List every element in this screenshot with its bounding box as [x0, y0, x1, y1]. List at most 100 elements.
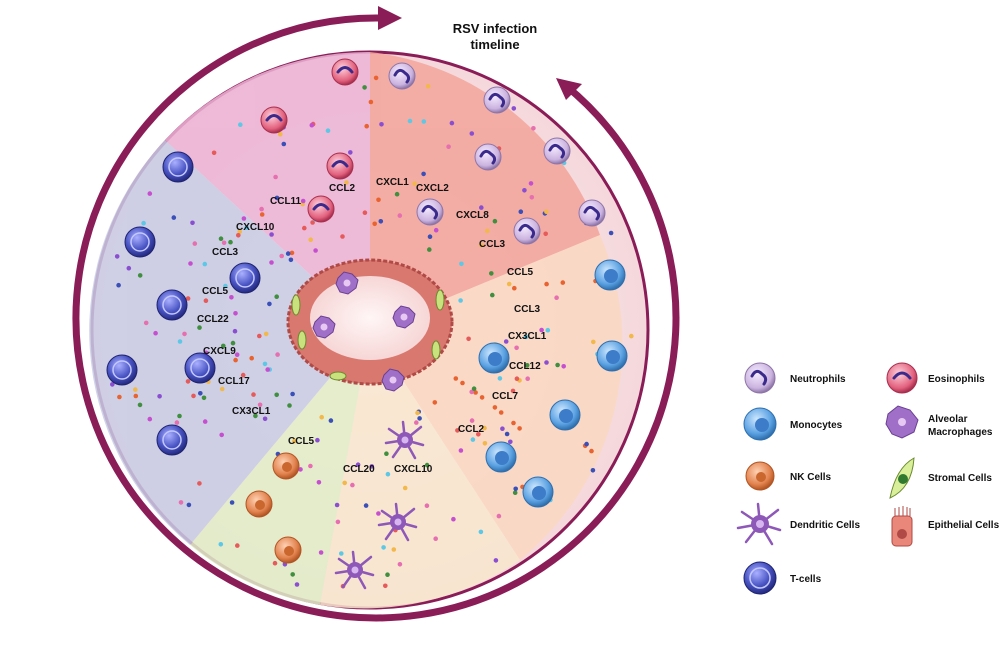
chemokine-dot: [334, 502, 340, 508]
chemokine-dot: [285, 251, 291, 256]
airway: [286, 258, 454, 392]
chemokine-dot: [294, 582, 300, 587]
chemokine-dot: [517, 426, 522, 431]
chemokine-dot: [492, 218, 498, 224]
chemokine-dot: [561, 364, 566, 369]
chemokine-dot: [198, 391, 203, 396]
neutrophil: [578, 199, 606, 227]
chemokine-dot: [313, 248, 318, 253]
chemokine-dot: [500, 426, 505, 432]
chemokine-dot: [234, 352, 240, 358]
chemokine-dot: [376, 511, 381, 516]
chemokine-dot: [230, 340, 236, 346]
legend-label-stromal-cells: Stromal Cells: [928, 473, 992, 484]
chemokine-dot: [174, 420, 180, 425]
chemokine-dot: [529, 195, 535, 200]
chemokine-dot: [590, 468, 596, 473]
chemokine-dot: [315, 437, 320, 443]
chemokine-dot: [328, 418, 334, 423]
chemokine-dot: [203, 298, 209, 304]
chemokine-dot: [197, 325, 202, 330]
eosinophil: [260, 106, 288, 134]
chemokine-dot: [342, 480, 348, 486]
chemokine-dot: [344, 180, 349, 185]
chemokine-dot: [236, 233, 241, 238]
label-nk-ccl5: CCL5: [288, 436, 315, 447]
chemokine-dot: [449, 120, 455, 126]
chemokine-dot: [335, 519, 341, 525]
dendritic-cell: [377, 502, 418, 542]
chemokine-dot: [289, 250, 295, 256]
label-neut-cxcl2: CXCL2: [416, 183, 449, 194]
chemokine-dot: [424, 462, 430, 468]
chemokine-dot: [185, 379, 191, 384]
chemokine-dot: [458, 448, 464, 453]
chemokine-dot: [525, 376, 530, 382]
chemokine-dot: [453, 376, 459, 381]
nk-cell: [274, 536, 302, 564]
chemokine-dot: [544, 281, 549, 287]
chemokine-dot: [421, 171, 426, 177]
alveolar-macrophages-in-lumen: [312, 271, 416, 392]
eosinophil: [307, 195, 335, 223]
monocyte: [485, 441, 517, 473]
chemokine-dot: [369, 464, 375, 469]
chemokine-dot: [362, 210, 368, 215]
label-tcell-cxcl10: CXCL10: [236, 222, 275, 233]
chemokine-dot: [272, 560, 278, 566]
neutrophil: [483, 86, 511, 114]
chemokine-dot: [394, 191, 400, 197]
chemokine-dot: [504, 431, 510, 437]
legend-label-eosinophils: Eosinophils: [928, 374, 985, 385]
label-tcell-cx3cl1: CX3CL1: [232, 406, 271, 417]
chemokine-dot: [339, 551, 344, 556]
label-dc-ccl20: CCL20: [343, 464, 375, 475]
monocyte: [594, 259, 626, 291]
nk-cell: [245, 490, 273, 518]
label-mono-ccl3: CCL3: [514, 304, 541, 315]
chemokine-dot: [466, 336, 471, 342]
legend: Neutrophils Eosinophils Monocytes Alveol…: [736, 362, 1000, 595]
chemokine-dot: [269, 232, 274, 237]
chemokine-dot: [348, 150, 353, 155]
chemokine-dot: [229, 295, 234, 300]
chemokine-dot: [539, 327, 544, 333]
chemokine-dot: [381, 545, 386, 550]
chemokine-dot: [378, 219, 384, 224]
chemokine-dot: [498, 410, 504, 415]
eosinophil: [326, 152, 354, 180]
chemokine-dot: [302, 225, 307, 231]
chemokine-dot: [469, 131, 475, 136]
legend-item-alveolar-macrophages: Alveolar Macrophages: [885, 405, 993, 439]
chemokine-dot: [259, 206, 264, 212]
monocyte: [522, 476, 554, 508]
label-neut-cxcl1: CXCL1: [376, 177, 409, 188]
legend-label-alveolar-2: Macrophages: [928, 427, 993, 438]
label-neut-ccl3: CCL3: [479, 239, 506, 250]
timeline-arc-path: [72, 14, 680, 622]
chemokine-dot: [265, 367, 271, 372]
chemokine-dot: [490, 292, 495, 298]
chemokine-dot: [545, 327, 551, 333]
t-cell-icon: [743, 561, 777, 595]
monocyte: [596, 340, 628, 372]
chemokine-dot: [137, 273, 143, 278]
chemokine-dot: [427, 234, 433, 239]
t-cell: [229, 262, 261, 294]
neutrophil: [543, 137, 571, 165]
chemokine-dot: [470, 437, 476, 442]
chemokine-dot: [492, 405, 498, 410]
legend-label-monocytes: Monocytes: [790, 420, 843, 431]
chemokine-dot: [110, 382, 115, 387]
chemokine-dot: [251, 392, 256, 397]
stromal-cells: [291, 289, 445, 381]
chemokine-dot: [141, 220, 146, 226]
timeline-arrowhead-right: [556, 78, 582, 100]
chemokine-dot: [233, 311, 238, 316]
chemokine-dot: [259, 212, 265, 217]
chemokine-dot: [508, 439, 513, 445]
chemokine-dot: [186, 502, 192, 508]
chemokine-dot: [433, 536, 439, 541]
legend-item-monocytes: Monocytes: [743, 407, 843, 441]
chemokine-dot: [424, 503, 430, 509]
